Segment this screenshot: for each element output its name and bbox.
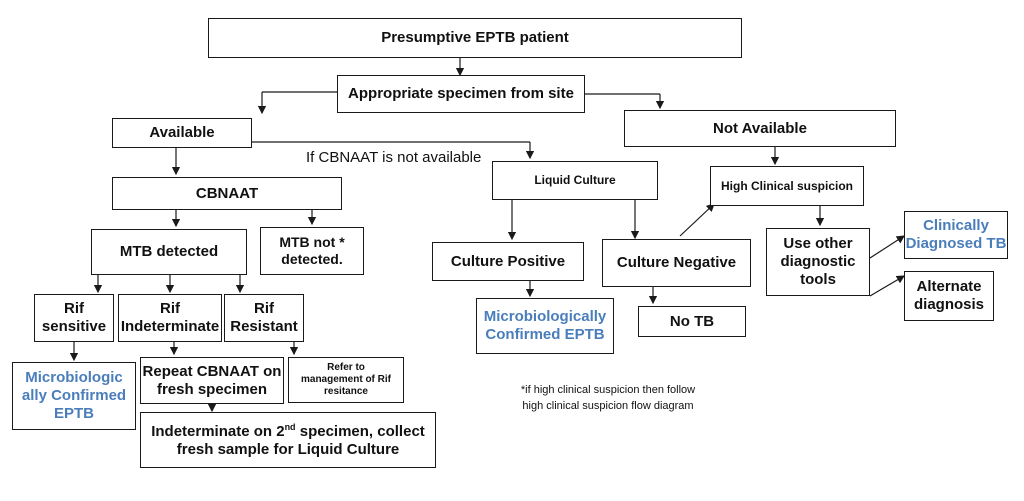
node-not-available: Not Available <box>624 110 896 147</box>
node-rif-resistant: Rif Resistant <box>224 294 304 342</box>
node-use-other-diagnostic-tools: Use other diagnostic tools <box>766 228 870 296</box>
node-presumptive-eptb: Presumptive EPTB patient <box>208 18 742 58</box>
node-repeat-cbnaat: Repeat CBNAAT on fresh specimen <box>140 357 284 404</box>
ordinal-suffix: nd <box>284 421 296 432</box>
node-indeterminate-second-specimen: Indeterminate on 2nd specimen, collect f… <box>140 412 436 468</box>
if-cbnaat-not-available-label: If CBNAAT is not available <box>306 149 482 166</box>
node-refer-rif-resistance: Refer to management of Rif resitance <box>288 357 404 403</box>
node-cbnaat: CBNAAT <box>112 177 342 210</box>
node-rif-indeterminate: Rif Indeterminate <box>118 294 222 342</box>
node-mtb-not-detected: MTB not * detected. <box>260 227 364 275</box>
node-liquid-culture: Liquid Culture <box>492 161 658 200</box>
footnote-high-clinical-suspicion: *if high clinical suspicion then follow … <box>484 383 732 415</box>
footnote-line-1: *if high clinical suspicion then follow <box>520 384 696 396</box>
node-culture-positive: Culture Positive <box>432 242 584 281</box>
node-rif-sensitive: Rif sensitive <box>34 294 114 342</box>
node-available: Available <box>112 118 252 148</box>
node-no-tb: No TB <box>638 306 746 337</box>
node-culture-negative: Culture Negative <box>602 239 751 287</box>
node-mtb-detected: MTB detected <box>91 229 247 275</box>
indeterminate-text-b: specimen, collect fresh sample for Liqui… <box>176 422 425 458</box>
node-alternate-diagnosis: Alternate diagnosis <box>904 271 994 321</box>
node-clinically-diagnosed-tb: Clinically Diagnosed TB <box>904 211 1008 259</box>
indeterminate-text-a: Indeterminate on 2 <box>151 422 285 440</box>
node-appropriate-specimen: Appropriate specimen from site <box>337 75 585 113</box>
node-high-clinical-suspicion: High Clinical suspicion <box>710 166 864 206</box>
node-micro-confirmed-eptb-culture: Microbiologically Confirmed EPTB <box>476 298 614 354</box>
footnote-line-2: high clinical suspicion flow diagram <box>522 399 694 412</box>
node-micro-confirmed-eptb-cbnaat: Microbiologic ally Confirmed EPTB <box>12 362 136 430</box>
